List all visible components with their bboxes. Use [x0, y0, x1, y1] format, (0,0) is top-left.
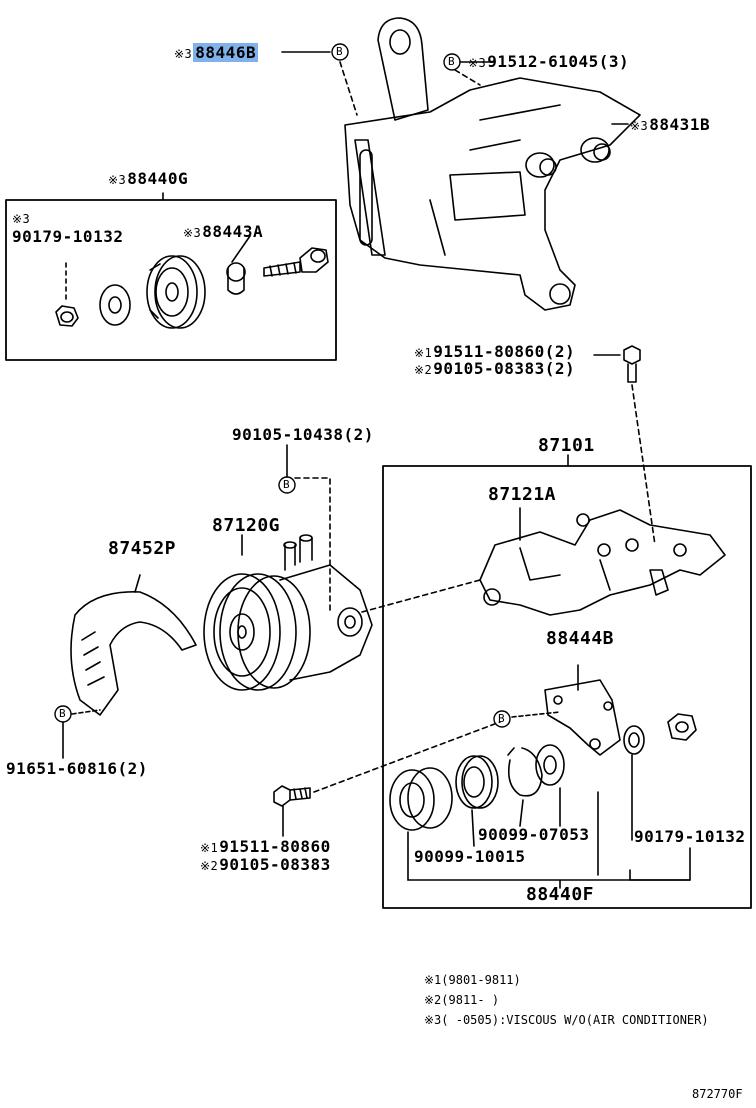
bracket-87121a: [479, 507, 726, 616]
label-91511-top[interactable]: ※191511-80860(2): [414, 343, 575, 362]
b-markers: [54, 43, 511, 728]
label-87101[interactable]: 87101: [538, 437, 595, 455]
label-88440g[interactable]: ※388440G: [108, 170, 188, 189]
label-87120g[interactable]: 87120G: [212, 517, 280, 535]
mark-3: ※3: [12, 212, 31, 226]
label-88440f[interactable]: 88440F: [526, 886, 594, 904]
part-number: 88444B: [546, 628, 615, 649]
part-number: 87120G: [212, 515, 281, 536]
label-90179-bottom[interactable]: 90179-10132: [634, 828, 745, 846]
label-91512[interactable]: ※391512-61045(3): [468, 53, 629, 72]
leader: [339, 61, 358, 116]
bolt-91511-upper: [593, 345, 656, 546]
label-87452p[interactable]: 87452P: [108, 540, 176, 558]
label-90105-08383-bottom[interactable]: ※290105-08383: [200, 856, 331, 875]
assembly-87101-box: [382, 465, 752, 909]
cover-87452p: [70, 574, 197, 716]
part-number: 87452P: [108, 538, 177, 559]
part-number: 91511-80860: [219, 837, 331, 856]
footnote-1: ※1(9801-9811): [424, 973, 521, 987]
label-90099-10015[interactable]: 90099-10015: [414, 848, 525, 866]
b-letter: B: [336, 45, 343, 58]
part-number: 87101: [538, 435, 595, 456]
leader: [454, 69, 481, 86]
mark-2: ※2: [414, 363, 433, 377]
part-number: 90179-10132: [634, 827, 746, 846]
label-88444b[interactable]: 88444B: [546, 630, 614, 648]
part-88446b-highlight[interactable]: 88446B: [193, 43, 259, 62]
part-number: 91512-61045(3): [487, 52, 630, 71]
part-number: 90099-07053: [478, 825, 590, 844]
part-number: 90105-08383: [219, 855, 331, 874]
bracket-88431b: [344, 17, 641, 311]
mark-1: ※1: [200, 841, 219, 855]
b-letter: B: [283, 478, 290, 491]
kit-88440g-box: [5, 199, 337, 361]
footnote-2: ※2(9811- ): [424, 993, 500, 1007]
footnote-3: ※3( -0505):VISCOUS W/O(AIR CONDITIONER): [424, 1013, 709, 1027]
label-87121a[interactable]: 87121A: [488, 486, 556, 504]
part-number: 91651-60816(2): [6, 759, 148, 778]
idler-88440f-parts: [389, 713, 697, 889]
part-number: 88440F: [526, 884, 595, 905]
mark-3: ※3: [468, 56, 487, 70]
label-90105-08383-top[interactable]: ※290105-08383(2): [414, 360, 575, 379]
label-88431b[interactable]: ※388431B: [630, 116, 710, 135]
label-91511-bottom[interactable]: ※191511-80860: [200, 838, 331, 857]
mark-3: ※3: [183, 226, 202, 240]
mark-1: ※1: [414, 346, 433, 360]
label-90179-top[interactable]: ※3 90179-10132: [12, 209, 123, 246]
diagram-code: 872770F: [692, 1087, 743, 1101]
part-number: 88440G: [127, 169, 189, 188]
mark-2: ※2: [200, 859, 219, 873]
bolt-91511-lower: [273, 721, 501, 837]
part-number: 91511-80860(2): [433, 342, 576, 361]
mark-3: ※3: [174, 47, 193, 61]
mark-3: ※3: [630, 119, 649, 133]
part-number: 88431B: [649, 115, 711, 134]
label-90099-07053[interactable]: 90099-07053: [478, 826, 589, 844]
label-91651[interactable]: 91651-60816(2): [6, 760, 148, 778]
b-letter: B: [498, 712, 505, 725]
part-number: 90105-10438(2): [232, 425, 374, 444]
part-number: 87121A: [488, 484, 557, 505]
label-88443a[interactable]: ※388443A: [183, 223, 263, 242]
bracket-88444b: [511, 664, 621, 756]
kit-88440g-parts: [55, 192, 329, 329]
mark-3: ※3: [108, 173, 127, 187]
part-number: 90105-08383(2): [433, 359, 576, 378]
b-letter: B: [59, 707, 66, 720]
part-number: 90099-10015: [414, 847, 526, 866]
label-90105-10438[interactable]: 90105-10438(2): [232, 426, 374, 444]
part-number: 88443A: [202, 222, 264, 241]
b-letter: B: [448, 55, 455, 68]
part-number: 90179-10132: [12, 227, 124, 246]
pump-87120g: [203, 477, 481, 691]
